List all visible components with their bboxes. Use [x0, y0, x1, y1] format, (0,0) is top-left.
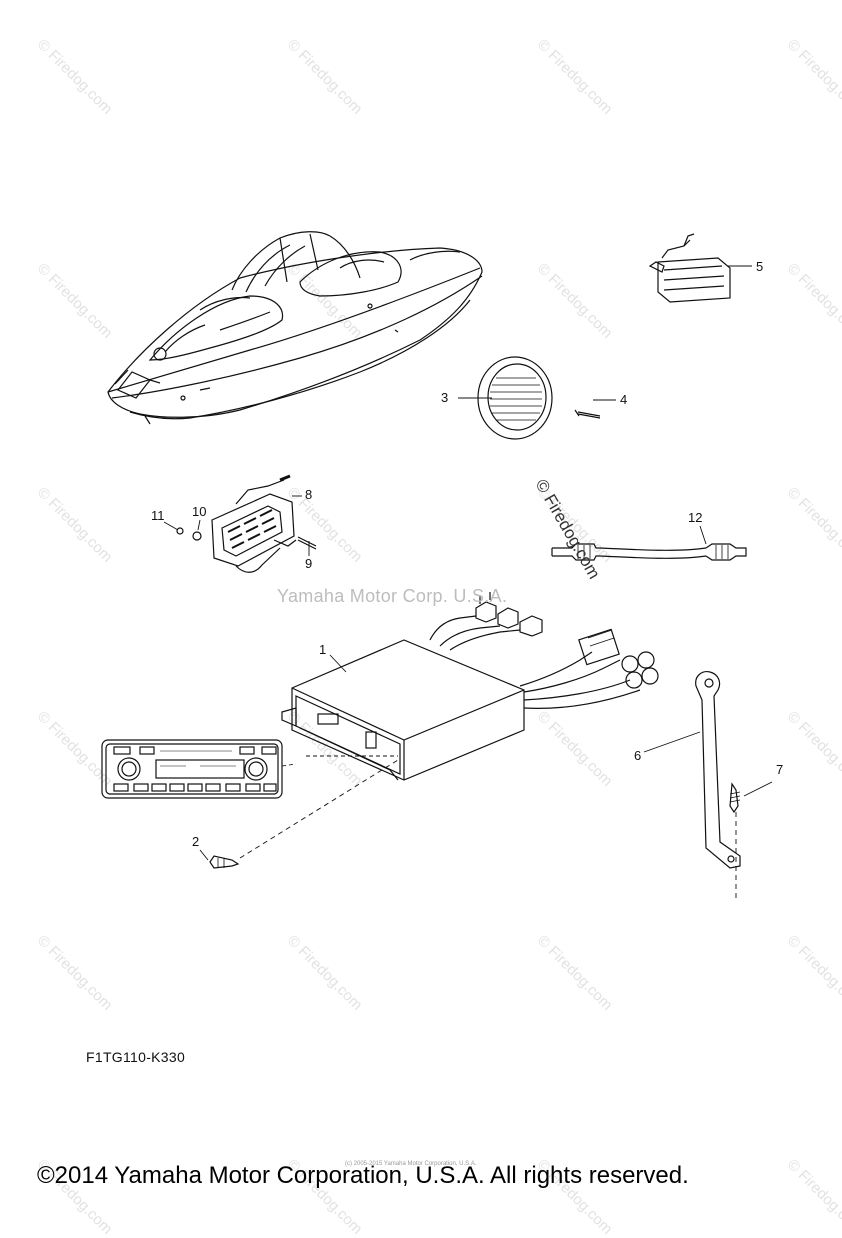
- washer-10: [192, 531, 202, 541]
- screw-9: [297, 536, 317, 550]
- switch-panel-5: [648, 233, 731, 303]
- callout-7: 7: [776, 762, 784, 777]
- callout-9: 9: [305, 556, 313, 571]
- leader-lines: [163, 265, 773, 898]
- corp-watermark: Yamaha Motor Corp. U.S.A.: [277, 586, 508, 606]
- callout-5: 5: [756, 259, 764, 274]
- screw-2: [209, 855, 240, 869]
- stereo-head-unit: [281, 592, 659, 781]
- callout-4: 4: [620, 392, 628, 407]
- copyright-small: (c) 2005-2015 Yamaha Motor Corporation, …: [345, 1161, 477, 1167]
- callout-6: 6: [634, 748, 642, 763]
- nut-11: [176, 527, 184, 535]
- callout-1: 1: [319, 642, 327, 657]
- cable-12: [551, 543, 747, 561]
- diagram-drawing: [101, 231, 773, 898]
- screw-7: [729, 782, 741, 814]
- screw-4: [574, 409, 601, 419]
- callout-11: 11: [151, 508, 165, 523]
- copyright-notice: ©2014 Yamaha Motor Corporation, U.S.A. A…: [37, 1162, 689, 1189]
- keypad-8: [211, 474, 297, 573]
- callout-10: 10: [192, 504, 207, 519]
- callout-8: 8: [305, 487, 313, 502]
- callout-2: 2: [192, 834, 200, 849]
- diagram-code: F1TG110-K330: [86, 1049, 186, 1065]
- boat-illustration: [107, 231, 483, 425]
- bracket-6: [695, 671, 741, 869]
- callout-12: 12: [688, 510, 703, 525]
- front-faceplate: [101, 739, 297, 799]
- parts-diagram: © Firedog.com© Firedog.com© Firedog.com©…: [34, 36, 842, 1238]
- callout-3: 3: [441, 390, 449, 405]
